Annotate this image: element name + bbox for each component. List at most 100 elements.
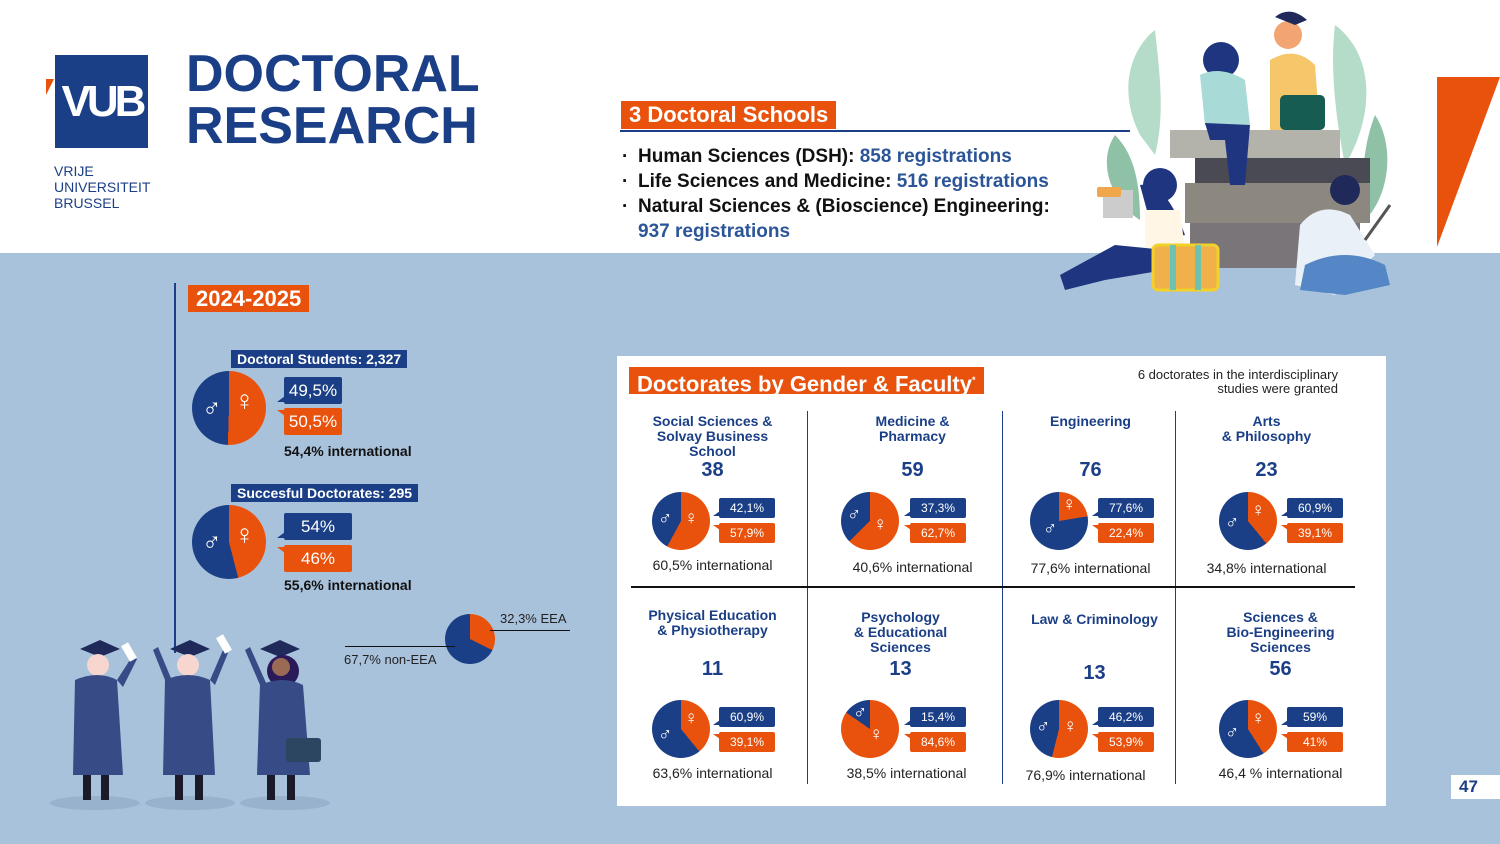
logo-line: UNIVERSITEIT: [54, 179, 151, 195]
male-icon: ♂: [202, 393, 222, 423]
faculty-engineering: Engineering 76: [1003, 414, 1178, 482]
leader-line: [490, 630, 570, 631]
male-icon: ♂: [1225, 512, 1240, 533]
decorative-triangle: [1437, 77, 1500, 247]
male-icon: ♂: [202, 527, 222, 557]
column-divider: [1002, 588, 1003, 784]
logo-line: VRIJE: [54, 163, 94, 179]
male-percentage: 15,4%: [904, 707, 966, 727]
gender-pie: ♂♀: [841, 492, 899, 550]
logo-mark: VUB: [61, 77, 147, 126]
page-number: 47: [1451, 775, 1500, 799]
doctoral-students-pie: ♂ ♀: [192, 371, 266, 445]
row-divider: [631, 586, 1355, 588]
faculty-count: 23: [1255, 459, 1278, 481]
male-percentage: 46,2%: [1092, 707, 1154, 727]
doctoral-students-label: Doctoral Students: 2,327: [231, 350, 408, 368]
column-divider: [1175, 588, 1176, 784]
timeline-line: [174, 283, 176, 653]
eea-pie: [445, 614, 495, 664]
faculty-count: 13: [889, 658, 912, 680]
graduates-illustration: [50, 634, 330, 810]
female-icon: ♀: [869, 724, 884, 745]
gender-pie: ♂♀: [1030, 700, 1088, 758]
international-rate: 60,5% international: [652, 557, 773, 573]
divider: [620, 130, 1130, 132]
eea-label: 32,3% EEA: [500, 611, 567, 626]
male-percentage: 60,9%: [1281, 498, 1343, 518]
gender-pie: ♂♀: [1219, 492, 1277, 550]
faculty-count: 76: [1079, 459, 1102, 481]
female-percentage: 84,6%: [904, 732, 966, 752]
male-percentage: 54%: [277, 513, 352, 540]
students-illustration: [1060, 11, 1392, 295]
school-item: Natural Sciences & (Bioscience) Engineer…: [622, 194, 1072, 244]
faculty-count: 13: [1083, 662, 1106, 684]
international-rate: 40,6% international: [852, 559, 973, 575]
faculty-medicine-pharmacy: Medicine &Pharmacy 59: [825, 414, 1000, 482]
female-icon: ♀: [1062, 494, 1077, 515]
doctoral-schools-list: Human Sciences (DSH): 858 registrations …: [622, 144, 1072, 244]
female-icon: ♀: [684, 708, 699, 729]
successful-doctorates-pie: ♂ ♀: [192, 505, 266, 579]
female-percentage: 50,5%: [277, 408, 342, 435]
male-icon: ♂: [847, 504, 862, 525]
international-rate: 34,8% international: [1206, 560, 1327, 576]
doctoral-schools-tag: 3 Doctoral Schools: [621, 101, 837, 129]
male-percentage: 49,5%: [277, 377, 342, 404]
female-percentage: 62,7%: [904, 523, 966, 543]
interdisciplinary-note: 6 doctorates in the interdisciplinary st…: [1137, 367, 1338, 396]
faculty-physical-education: Physical Education& Physiotherapy 11: [625, 608, 800, 681]
international-rate: 46,4 % international: [1218, 765, 1343, 781]
international-rate: 63,6% international: [652, 765, 773, 781]
title-line: DOCTORAL: [186, 45, 480, 103]
column-divider: [1002, 411, 1003, 586]
female-icon: ♀: [873, 514, 888, 535]
international-rate: 38,5% international: [846, 765, 967, 781]
leader-line: [345, 646, 455, 647]
male-percentage: 60,9%: [713, 707, 775, 727]
international-rate: 54,4% international: [284, 443, 412, 459]
male-percentage: 77,6%: [1092, 498, 1154, 518]
column-divider: [1175, 411, 1176, 586]
female-percentage: 39,1%: [1281, 523, 1343, 543]
female-percentage: 39,1%: [713, 732, 775, 752]
male-icon: ♂: [1036, 716, 1051, 737]
vub-logo: VUB: [55, 55, 148, 148]
gender-pie: ♂♀: [652, 700, 710, 758]
logo-subtitle: VRIJE UNIVERSITEIT BRUSSEL: [54, 163, 150, 211]
male-icon: ♂: [658, 724, 673, 745]
faculty-count: 11: [701, 658, 724, 680]
gender-pie: ♂♀: [1030, 492, 1088, 550]
page-title: DOCTORAL RESEARCH: [186, 48, 480, 152]
male-icon: ♂: [853, 702, 868, 723]
female-icon: ♀: [684, 508, 699, 529]
doctorates-by-faculty-card: Doctorates by Gender & Faculty* 6 doctor…: [617, 356, 1386, 806]
school-item: Human Sciences (DSH): 858 registrations: [622, 144, 1072, 169]
female-icon: ♀: [1063, 716, 1078, 737]
international-rate: 76,9% international: [1025, 767, 1146, 783]
gender-pie: ♂♀: [652, 492, 710, 550]
international-rate: 55,6% international: [284, 577, 412, 593]
column-divider: [807, 588, 808, 784]
female-icon: ♀: [1251, 500, 1266, 521]
faculty-arts-philosophy: Arts& Philosophy 23: [1179, 414, 1354, 482]
faculty-count: 59: [901, 459, 924, 481]
faculty-count: 56: [1269, 658, 1292, 680]
faculty-law-criminology: Law & Criminology 13: [1007, 612, 1182, 685]
faculty-count: 38: [701, 459, 724, 481]
male-icon: ♂: [1225, 722, 1240, 743]
female-percentage: 53,9%: [1092, 732, 1154, 752]
male-icon: ♂: [658, 508, 673, 529]
international-rate: 77,6% international: [1030, 560, 1151, 576]
male-icon: ♂: [1043, 518, 1058, 539]
male-percentage: 42,1%: [713, 498, 775, 518]
title-line: RESEARCH: [186, 97, 478, 155]
female-icon: ♀: [234, 385, 255, 416]
school-item: Life Sciences and Medicine: 516 registra…: [622, 169, 1072, 194]
column-divider: [807, 411, 808, 586]
gender-pie: ♂♀: [841, 700, 899, 758]
male-percentage: 59%: [1281, 707, 1343, 727]
